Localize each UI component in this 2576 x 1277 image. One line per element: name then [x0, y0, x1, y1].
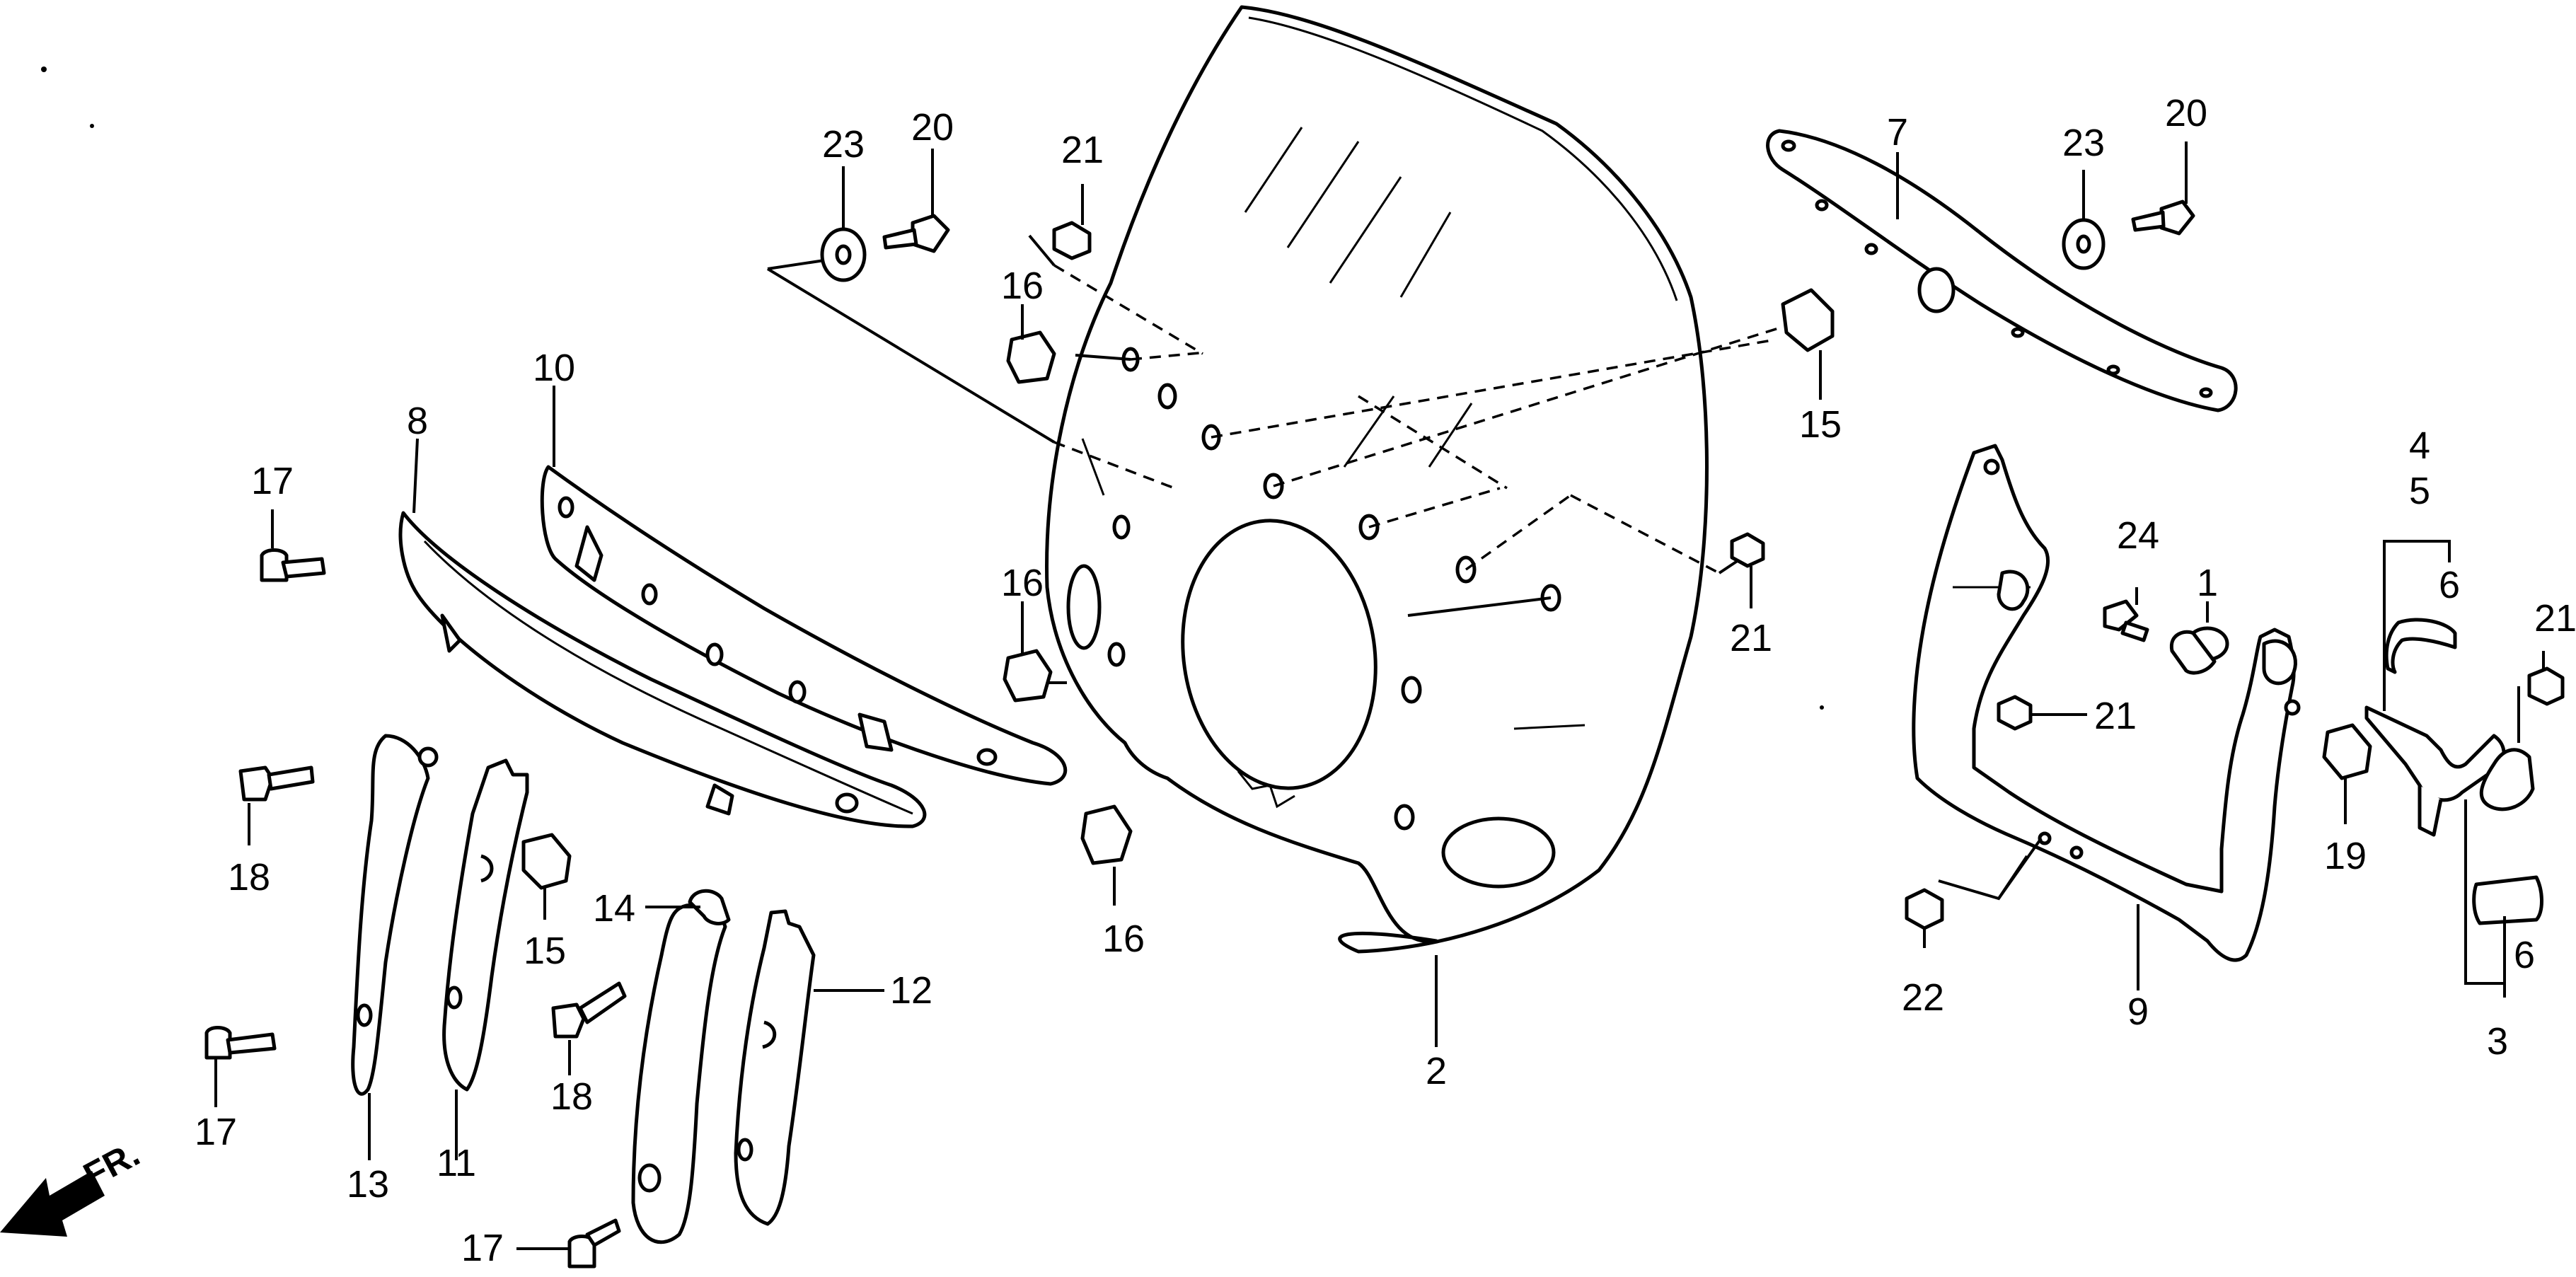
callout-20-right: 20 [2165, 92, 2207, 134]
nut-part-22 [1905, 888, 1944, 948]
callout-10: 10 [533, 347, 575, 389]
callout-14: 14 [593, 887, 635, 930]
callout-6-upper: 6 [2439, 564, 2460, 606]
nut-part-21-b [1730, 532, 1765, 608]
callout-5: 5 [2409, 470, 2430, 512]
callout-18-middle: 18 [550, 1075, 593, 1118]
bolt-part-18-b [551, 981, 627, 1075]
grommet-part-15-b [521, 833, 572, 920]
grommet-part-16-a [1006, 304, 1056, 384]
callout-24: 24 [2117, 514, 2159, 557]
side-trim-part-12 [734, 909, 884, 1226]
washer-part-23-a [820, 166, 867, 282]
windscreen-part-2 [1045, 5, 1709, 1047]
grommet-part-19 [2322, 723, 2372, 824]
screw-part-20-a [882, 149, 950, 253]
callout-9: 9 [2127, 990, 2149, 1033]
nut-part-21-a [1052, 184, 1092, 260]
callout-22: 22 [1902, 976, 1944, 1019]
grommet-part-16-b [1003, 601, 1053, 703]
callout-21-bracket: 21 [2094, 695, 2137, 737]
callout-21-top: 21 [1061, 129, 1104, 171]
callout-6-lower: 6 [2514, 934, 2535, 976]
callout-12: 12 [890, 969, 932, 1012]
nut-part-21-d [2527, 651, 2565, 706]
washer-part-23-b [2062, 170, 2106, 270]
assembly-projection-lines [766, 234, 1784, 684]
callout-16-top: 16 [1001, 265, 1044, 307]
side-trim-part-14 [631, 889, 731, 1244]
callout-20-left: 20 [911, 106, 954, 149]
callout-17-top: 17 [251, 460, 294, 502]
callout-18-left: 18 [228, 856, 270, 898]
callout-17-middle: 17 [195, 1111, 237, 1153]
callout-2: 2 [1426, 1050, 1447, 1092]
nut-part-21-c [1997, 695, 2087, 731]
trim-strip-part-8 [398, 438, 927, 828]
callout-labels: 1 2 3 4 5 6 6 7 8 9 10 11 12 13 14 15 15… [195, 92, 2576, 1269]
callout-13: 13 [347, 1163, 389, 1206]
callout-4: 4 [2409, 424, 2430, 467]
callout-23-right: 23 [2062, 122, 2105, 164]
callout-11: 11 [437, 1142, 476, 1184]
screw-part-17-b [204, 1026, 277, 1107]
grommet-part-15-a [1781, 288, 1835, 400]
trim-strip-part-7 [1766, 129, 2238, 412]
callout-8: 8 [407, 400, 428, 442]
callout-21-right: 21 [2534, 597, 2576, 640]
mounting-bracket-part-9 [1912, 444, 2301, 990]
front-direction-arrow-icon: FR. [0, 1133, 146, 1237]
callout-21-center: 21 [1730, 617, 1772, 659]
callout-1: 1 [2197, 562, 2218, 604]
callout-16-middle: 16 [1001, 562, 1044, 604]
grommet-part-16-c [1080, 804, 1133, 906]
bolt-part-24 [2103, 587, 2149, 642]
bolt-part-18-a [238, 765, 315, 845]
hardware-fasteners [204, 141, 2565, 1269]
callout-19: 19 [2324, 835, 2367, 877]
callout-3: 3 [2487, 1020, 2508, 1063]
clamp-assembly-parts-3-4-5-6 [2364, 540, 2543, 998]
callout-23-left: 23 [822, 123, 865, 166]
side-trim-part-13 [351, 734, 439, 1160]
callout-17-bottom: 17 [461, 1227, 504, 1269]
callout-16-bottom: 16 [1102, 918, 1145, 960]
callout-15-left: 15 [524, 930, 566, 972]
screw-part-17-c [516, 1218, 621, 1269]
callout-15-right: 15 [1799, 403, 1842, 446]
collar-part-1 [2169, 601, 2229, 675]
trim-strip-part-10 [540, 386, 1068, 786]
screw-part-17-a [260, 509, 326, 582]
side-trim-part-11 [442, 758, 529, 1160]
screw-part-20-b [2131, 141, 2195, 236]
callout-7: 7 [1887, 111, 1908, 154]
